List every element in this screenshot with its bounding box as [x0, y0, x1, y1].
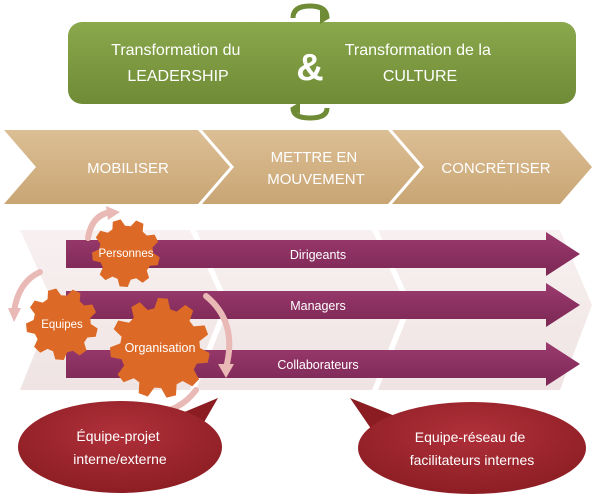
phase-chevron-mouvement — [202, 130, 420, 204]
header-right-line-1: Transformation de la — [345, 42, 491, 59]
gear-label-personnes: Personnes — [99, 248, 154, 260]
bubble-left-line-1: Équipe-projet — [76, 428, 159, 444]
header-right-line-2: CULTURE — [383, 68, 457, 85]
phase-label-mobiliser: MOBILISER — [87, 160, 169, 177]
cycle-arrow-head-bottom — [290, 102, 300, 114]
cycle-arc-left — [11, 269, 43, 315]
gear-icon — [110, 298, 210, 398]
gear-label-organisation: Organisation — [125, 341, 196, 355]
phase-label-mouvement: METTRE EN MOUVEMENT — [267, 149, 365, 188]
bubble-right-line-2: facilitateurs internes — [410, 452, 535, 468]
bubble-equipe-reseau: Equipe-réseau de facilitateurs internes — [350, 398, 586, 494]
bubble-shape-right — [358, 402, 586, 494]
phase-label-mobiliser-line-1: MOBILISER — [87, 160, 169, 177]
ampersand: & — [296, 47, 323, 89]
bubble-left-line-2: interne/externe — [73, 451, 167, 467]
bubble-right-line-1: Equipe-réseau de — [415, 429, 526, 445]
arrow-label-managers: Managers — [290, 299, 346, 313]
phase-chevron-concretiser — [392, 130, 592, 204]
bubble-shape-left — [18, 401, 222, 493]
cycle-arrows-icon — [290, 3, 330, 121]
arrow-dirigeants — [66, 232, 580, 276]
header-banner: Transformation du LEADERSHIP Transformat… — [68, 3, 576, 121]
gear-icon — [26, 288, 98, 360]
header-left-text: Transformation du LEADERSHIP — [111, 42, 245, 85]
phase-label-concretiser: CONCRÉTISER — [441, 160, 550, 177]
gear-icon — [92, 219, 160, 287]
gear-equipes: Equipes — [26, 288, 98, 360]
header-left-line-2: LEADERSHIP — [127, 68, 228, 85]
header-left-line-1: Transformation du — [111, 42, 240, 59]
cycle-arrow-head-right-gear — [218, 364, 234, 378]
bubble-text-left: Équipe-projet interne/externe — [73, 428, 167, 467]
header-right-text: Transformation de la CULTURE — [345, 42, 496, 85]
cycle-arrow-bottom — [290, 107, 330, 121]
cycle-arrow-top — [290, 3, 330, 19]
cycle-arc-right — [203, 293, 233, 371]
arrow-label-dirigeants: Dirigeants — [290, 248, 346, 262]
phase-chevron-mobiliser — [4, 130, 230, 204]
arrow-managers — [66, 283, 580, 327]
phase-label-concretiser-line-1: CONCRÉTISER — [441, 160, 550, 177]
cycle-arrow-head-top-gear — [106, 206, 120, 220]
gear-label-equipes: Equipes — [41, 319, 83, 331]
phase-label-mouvement-line-1: METTRE EN — [271, 149, 358, 166]
gear-personnes: Personnes — [92, 219, 160, 287]
phase-chevrons: MOBILISER METTRE EN MOUVEMENT CONCRÉTISE… — [4, 130, 592, 204]
bubble-equipe-projet: Équipe-projet interne/externe — [18, 398, 222, 493]
phase-label-mouvement-line-2: MOUVEMENT — [267, 171, 365, 188]
header-background — [68, 22, 576, 104]
cycle-arrow-head-top — [320, 10, 330, 24]
cycle-arrow-head-left-gear — [8, 308, 21, 322]
bubble-text-right: Equipe-réseau de facilitateurs internes — [410, 429, 535, 468]
arrow-label-collaborateurs: Collaborateurs — [277, 358, 358, 372]
gear-organisation: Organisation — [110, 298, 210, 398]
